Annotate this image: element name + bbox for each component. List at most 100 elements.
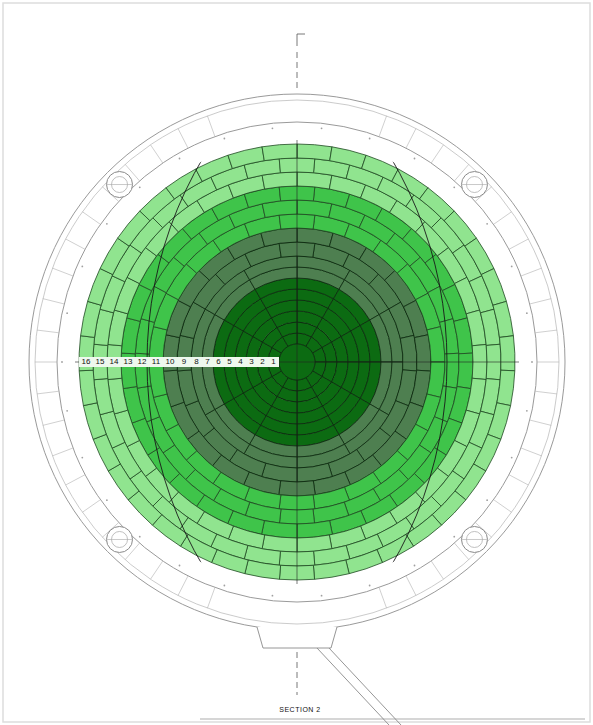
row-number: 16 — [79, 357, 93, 367]
seat-block — [414, 335, 431, 371]
room-wall — [537, 362, 559, 363]
column-dot — [369, 138, 371, 140]
row-number: 6 — [213, 357, 224, 367]
row-number: 13 — [121, 357, 135, 367]
column-dot — [486, 223, 488, 225]
row-number: 14 — [107, 357, 121, 367]
column-dot — [139, 536, 141, 538]
row-number: 7 — [202, 357, 213, 367]
seat-block — [100, 238, 129, 274]
stair-circle — [461, 172, 487, 198]
stair-circle — [461, 526, 487, 552]
stair-core — [461, 526, 487, 552]
stair-circle — [107, 172, 133, 198]
room-wall — [37, 391, 59, 394]
seat-block — [81, 301, 101, 337]
seat-block — [457, 353, 473, 389]
column-dot — [106, 223, 108, 225]
column-dot — [66, 312, 68, 314]
seat-block — [245, 560, 281, 579]
row-number: 3 — [246, 357, 257, 367]
lens-arc — [0, 0, 447, 725]
seat-block — [474, 434, 501, 471]
column-dot — [486, 499, 488, 501]
seat-block — [406, 515, 442, 547]
column-dot — [453, 536, 455, 538]
title-rule — [200, 719, 585, 720]
room-wall — [82, 212, 100, 225]
room-wall — [150, 145, 162, 163]
stair-line — [461, 184, 487, 185]
column-dot — [81, 457, 83, 459]
room-wall — [530, 420, 551, 425]
room-wall — [521, 268, 542, 276]
building-outline — [29, 94, 565, 630]
stair-line — [107, 184, 133, 185]
column-dot — [321, 127, 323, 129]
column-dot — [81, 266, 83, 268]
room-wall — [530, 299, 551, 304]
row-number: 12 — [135, 357, 149, 367]
column-dot — [272, 595, 274, 597]
room-wall — [207, 588, 215, 609]
seat-block — [79, 370, 97, 405]
ramp — [317, 648, 401, 725]
column-dot — [66, 410, 68, 412]
seat-block — [140, 188, 175, 221]
stair-core — [461, 172, 487, 198]
column-dot — [531, 361, 533, 363]
room-wall — [431, 145, 443, 163]
room-wall — [431, 561, 443, 579]
room-wall — [406, 576, 416, 596]
column-dot — [511, 266, 513, 268]
column-dot — [526, 312, 528, 314]
column-dot — [179, 565, 181, 567]
section-line — [297, 52, 298, 92]
room-wall — [535, 391, 557, 394]
seat-block — [443, 353, 459, 388]
seat-block — [493, 301, 513, 337]
inner-wall — [57, 122, 537, 602]
row-number: 4 — [235, 357, 246, 367]
column-dot — [106, 499, 108, 501]
row-number: 15 — [93, 357, 107, 367]
row-number: 9 — [177, 357, 191, 367]
room-wall — [150, 561, 162, 579]
room-wall — [379, 588, 387, 609]
room-wall — [37, 330, 59, 333]
column-dot — [223, 138, 225, 140]
column-dot — [179, 158, 181, 160]
stair-line — [107, 539, 133, 540]
row-number: 11 — [149, 357, 163, 367]
room-wall — [82, 500, 100, 513]
row-number: 1 — [268, 357, 279, 367]
room-wall — [494, 500, 512, 513]
column-dot — [453, 186, 455, 188]
seat-block — [228, 147, 264, 169]
room-wall — [535, 330, 557, 333]
seat-block — [400, 335, 417, 371]
row-number: 2 — [257, 357, 268, 367]
column-dot — [526, 410, 528, 412]
room-wall — [52, 448, 73, 456]
frame — [3, 3, 590, 722]
column-dot — [61, 361, 63, 363]
section-label: SECTION 2 — [277, 705, 322, 715]
room-wall — [66, 239, 85, 249]
row-number: 5 — [224, 357, 235, 367]
column-dot — [139, 186, 141, 188]
seat-block — [330, 147, 366, 169]
stair-circle — [107, 526, 133, 552]
stair-line — [461, 539, 487, 540]
column-dot — [369, 585, 371, 587]
section-marker — [297, 34, 305, 46]
entrance — [257, 627, 337, 648]
seat-block — [362, 155, 399, 181]
column-dot — [321, 595, 323, 597]
seat-block — [83, 403, 106, 439]
room-wall — [43, 299, 64, 304]
seat-block — [481, 269, 506, 306]
room-wall — [521, 448, 542, 456]
room-wall — [178, 576, 188, 596]
